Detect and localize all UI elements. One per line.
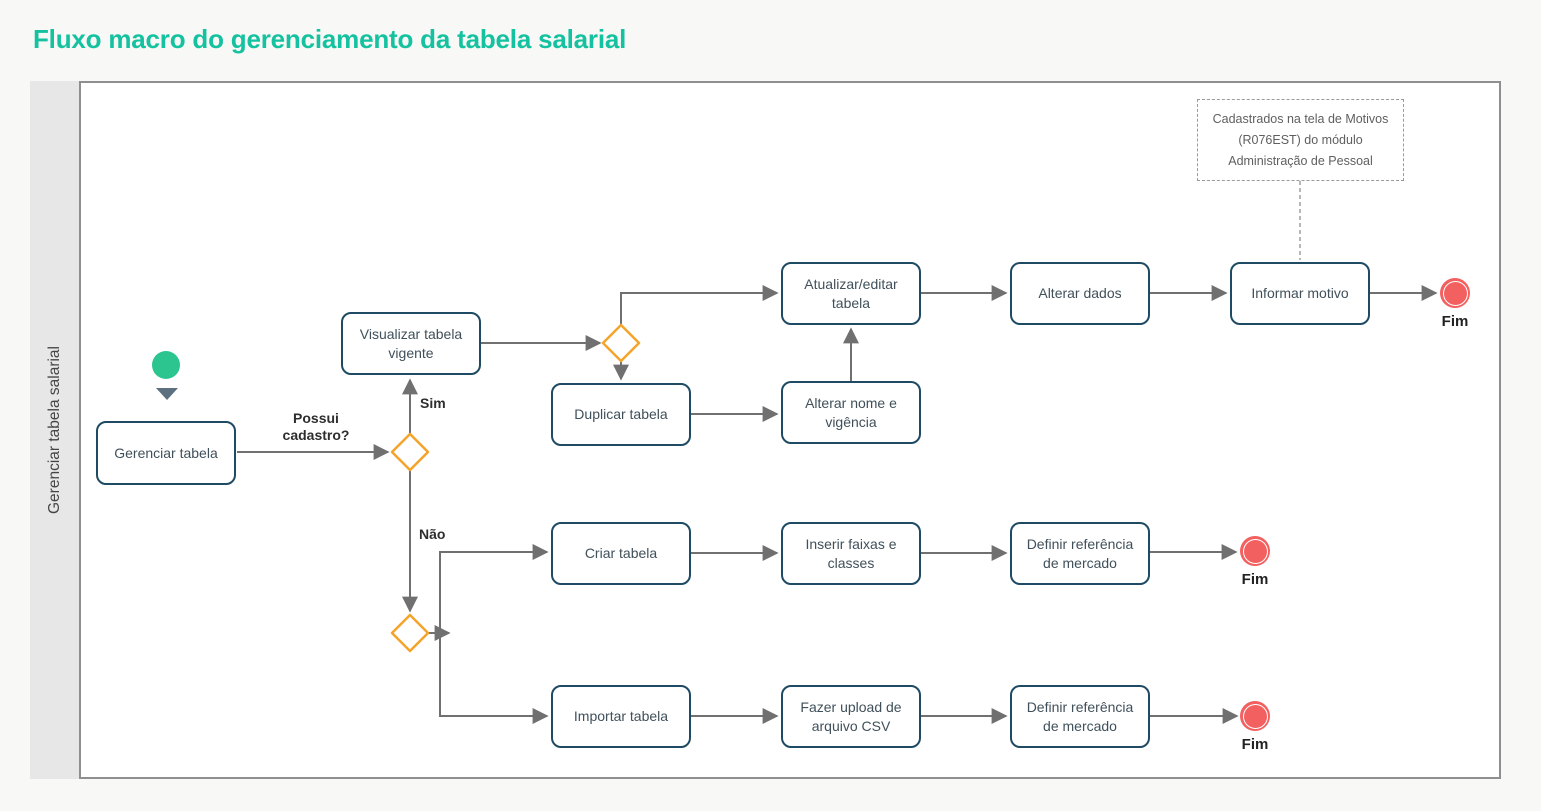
gateway-criar-ou-importar bbox=[390, 613, 430, 653]
task-gerenciar-tabela: Gerenciar tabela bbox=[96, 421, 236, 485]
task-duplicar-tabela: Duplicar tabela bbox=[551, 383, 691, 446]
task-importar-tabela: Importar tabela bbox=[551, 685, 691, 748]
label-sim: Sim bbox=[420, 395, 446, 411]
end-event-ring-icon bbox=[1242, 538, 1268, 564]
task-atualizar-editar-tabela: Atualizar/editar tabela bbox=[781, 262, 921, 325]
task-informar-motivo: Informar motivo bbox=[1230, 262, 1370, 325]
start-connector-arrowhead-icon bbox=[156, 388, 178, 400]
label-nao: Não bbox=[419, 526, 446, 542]
gateway-possui-cadastro bbox=[390, 432, 430, 472]
annotation-motivos: Cadastrados na tela de Motivos (R076EST)… bbox=[1197, 99, 1404, 181]
end-event-icon-3 bbox=[1240, 701, 1270, 731]
task-definir-referencia-mercado-2: Definir referência de mercado bbox=[1010, 685, 1150, 748]
edge-gateway3-branch-down bbox=[439, 633, 549, 724]
task-definir-referencia-mercado-1: Definir referência de mercado bbox=[1010, 522, 1150, 585]
label-possui-cadastro: Possui cadastro? bbox=[282, 410, 350, 443]
edge-gateway2-to-atualizar bbox=[620, 285, 779, 325]
task-fazer-upload-csv: Fazer upload de arquivo CSV bbox=[781, 685, 921, 748]
annotation-line: Administração de Pessoal bbox=[1228, 153, 1373, 168]
task-criar-tabela: Criar tabela bbox=[551, 522, 691, 585]
end-event-ring-icon bbox=[1442, 280, 1468, 306]
task-alterar-dados: Alterar dados bbox=[1010, 262, 1150, 325]
page-title: Fluxo macro do gerenciamento da tabela s… bbox=[33, 24, 627, 54]
label-fim-3: Fim bbox=[1241, 736, 1269, 753]
annotation-line: (R076EST) do módulo bbox=[1238, 132, 1363, 147]
task-inserir-faixas-classes: Inserir faixas e classes bbox=[781, 522, 921, 585]
lane-header: Gerenciar tabela salarial bbox=[30, 81, 79, 779]
task-alterar-nome-vigencia: Alterar nome e vigência bbox=[781, 381, 921, 444]
task-visualizar-tabela-vigente: Visualizar tabela vigente bbox=[341, 312, 481, 375]
label-fim-1: Fim bbox=[1441, 313, 1469, 330]
gateway-tipo-edicao bbox=[601, 323, 641, 363]
label-fim-2: Fim bbox=[1241, 571, 1269, 588]
start-event-icon bbox=[152, 351, 180, 379]
end-event-icon-2 bbox=[1240, 536, 1270, 566]
annotation-line: Cadastrados na tela de Motivos bbox=[1212, 111, 1389, 126]
end-event-icon-1 bbox=[1440, 278, 1470, 308]
end-event-ring-icon bbox=[1242, 703, 1268, 729]
edge-gateway3-branch-up bbox=[439, 544, 549, 633]
